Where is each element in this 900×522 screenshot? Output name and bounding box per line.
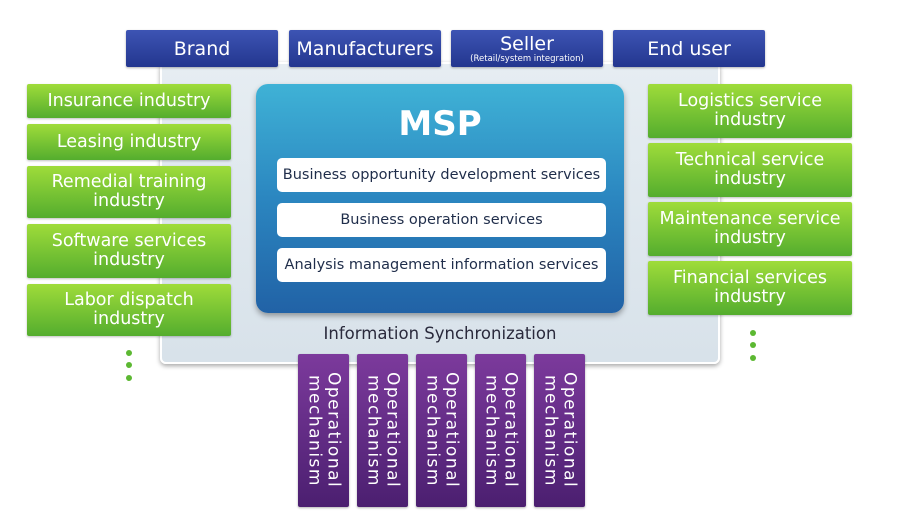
continuation-dot	[750, 355, 756, 361]
industry-label: Maintenance service industry	[659, 209, 841, 248]
industry-label: Leasing industry	[56, 131, 202, 152]
industry-remedial-training: Remedial training industry	[27, 166, 231, 218]
industry-label: Remedial training industry	[51, 172, 207, 211]
top-box-brand: Brand	[126, 30, 278, 67]
mechanism-label: Operational mechanism	[363, 372, 403, 489]
industry-label: Insurance industry	[47, 90, 211, 111]
operational-mechanism-box: Operational mechanism	[298, 354, 349, 507]
service-analysis-management-information: Analysis management information services	[277, 248, 606, 282]
service-business-operation: Business operation services	[277, 203, 606, 237]
service-business-opportunity-development: Business opportunity development service…	[277, 158, 606, 192]
industry-insurance: Insurance industry	[27, 84, 231, 118]
continuation-dot	[750, 342, 756, 348]
industry-label: Logistics service industry	[678, 91, 822, 130]
industry-leasing: Leasing industry	[27, 124, 231, 160]
industry-software-services: Software services industry	[27, 224, 231, 278]
industry-label: Software services industry	[51, 231, 207, 270]
top-box-label: Seller	[500, 32, 554, 55]
mechanism-label: Operational mechanism	[304, 372, 344, 489]
continuation-dot	[126, 350, 132, 356]
service-label: Business opportunity development service…	[282, 167, 601, 183]
operational-mechanism-box: Operational mechanism	[357, 354, 408, 507]
service-label: Analysis management information services	[284, 257, 599, 273]
top-box-label: Manufacturers	[296, 37, 434, 60]
information-synchronization-label: Information Synchronization	[323, 324, 557, 343]
operational-mechanism-box: Operational mechanism	[534, 354, 585, 507]
operational-mechanism-box: Operational mechanism	[475, 354, 526, 507]
top-box-label: Brand	[173, 37, 231, 60]
top-box-end-user: End user	[613, 30, 765, 67]
top-box-manufacturers: Manufacturers	[289, 30, 441, 67]
industry-financial-services: Financial services industry	[648, 261, 852, 315]
mechanism-label: Operational mechanism	[540, 372, 580, 489]
mechanism-label: Operational mechanism	[422, 372, 462, 489]
operational-mechanism-box: Operational mechanism	[416, 354, 467, 507]
top-box-seller: Seller (Retail/system integration)	[451, 30, 603, 67]
industry-label: Financial services industry	[673, 268, 827, 307]
continuation-dot	[750, 330, 756, 336]
industry-label: Technical service industry	[675, 150, 825, 189]
industry-label: Labor dispatch industry	[64, 290, 194, 329]
continuation-dot	[126, 375, 132, 381]
service-label: Business operation services	[340, 212, 543, 228]
industry-logistics-service: Logistics service industry	[648, 84, 852, 138]
industry-maintenance-service: Maintenance service industry	[648, 202, 852, 256]
continuation-dot	[126, 362, 132, 368]
industry-labor-dispatch: Labor dispatch industry	[27, 284, 231, 336]
top-box-sublabel: (Retail/system integration)	[470, 53, 584, 64]
mechanism-label: Operational mechanism	[481, 372, 521, 489]
msp-title: MSP	[398, 104, 482, 144]
industry-technical-service: Technical service industry	[648, 143, 852, 197]
top-box-label: End user	[647, 37, 731, 60]
